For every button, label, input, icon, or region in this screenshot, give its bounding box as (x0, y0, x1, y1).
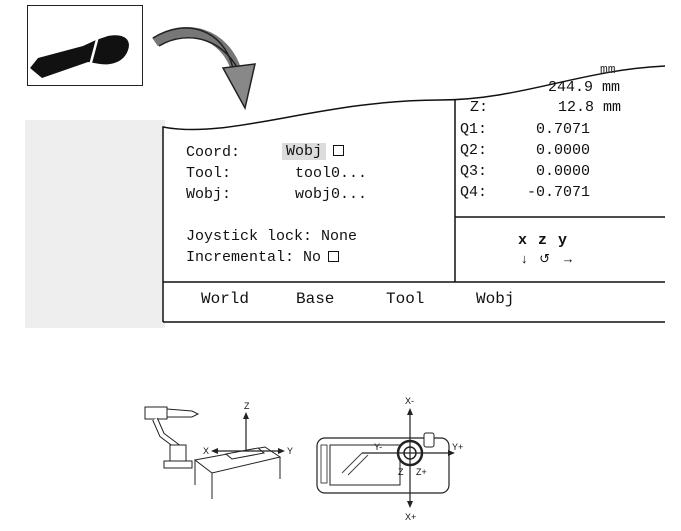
incremental-checkbox[interactable] (328, 251, 340, 262)
flexpendant-joystick-illustration: X- X+ Y- Y+ Z Z+ (316, 396, 463, 522)
q4-value: -0.7071 (527, 184, 591, 201)
joystick-direction-icons: ↓ ↺ → (521, 251, 579, 266)
coord-value[interactable]: Wobj (282, 143, 327, 160)
tab-base[interactable]: Base (296, 290, 335, 308)
q1-label: Q1: (460, 121, 488, 138)
tab-tool[interactable]: Tool (386, 290, 425, 308)
flex-x-plus-label: X+ (405, 512, 416, 522)
joystick-axes-label: x z y (518, 232, 569, 249)
robot-z-label: Z (244, 401, 250, 411)
flex-y-minus-label: Y- (374, 442, 382, 452)
tab-wobj[interactable]: Wobj (476, 290, 515, 308)
tool-label: Tool: (186, 165, 232, 182)
coord-label: Coord: (186, 144, 241, 161)
robot-y-label: Y (287, 446, 293, 456)
wobj-label: Wobj: (186, 186, 232, 203)
q1-value: 0.7071 (536, 121, 591, 138)
x-value-partial: 244.9 mm (548, 79, 621, 96)
coord-checkbox[interactable] (333, 145, 345, 156)
flex-x-minus-label: X- (405, 396, 414, 406)
joystick-lock-field[interactable]: Joystick lock: None (186, 228, 358, 245)
q3-value: 0.0000 (536, 163, 591, 180)
frame-shadow (25, 120, 165, 328)
flex-z-label: Z (398, 467, 404, 477)
coordinate-system-key-icon (27, 5, 143, 86)
q3-label: Q3: (460, 163, 488, 180)
z-value: 12.8 mm (558, 99, 622, 116)
curved-arrow-icon (152, 27, 256, 111)
wobj-value[interactable]: wobj0... (295, 186, 368, 203)
partial-unit-row: mm (600, 62, 616, 77)
q2-value: 0.0000 (536, 142, 591, 159)
robot-x-label: X (203, 446, 209, 456)
robot-workobject-illustration: Z X Y (144, 401, 293, 499)
incremental-label: Incremental: No (186, 249, 322, 266)
flex-z-plus-label: Z+ (416, 467, 427, 477)
tool-value[interactable]: tool0... (295, 165, 368, 182)
coord-field[interactable]: Wobj (282, 142, 345, 162)
q4-label: Q4: (460, 184, 488, 201)
flex-y-plus-label: Y+ (452, 442, 463, 452)
z-label: Z: (470, 99, 489, 116)
q2-label: Q2: (460, 142, 488, 159)
incremental-field[interactable]: Incremental: No (186, 248, 340, 268)
tab-world[interactable]: World (201, 290, 250, 308)
